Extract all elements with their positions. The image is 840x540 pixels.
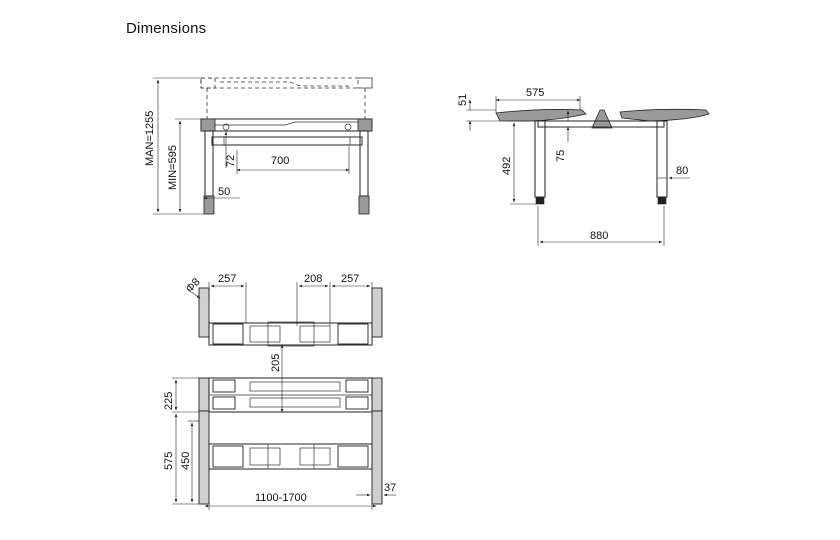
- center-spacing-label: 205: [270, 354, 282, 372]
- side-legs: [534, 120, 668, 205]
- foot-width-label: 50: [218, 186, 230, 198]
- leg-height-label: 492: [501, 157, 513, 175]
- top-bracket: [212, 321, 369, 347]
- front-legs: [203, 130, 370, 215]
- beam-drop-label: 75: [555, 150, 567, 162]
- lower-span-label: 575: [163, 452, 175, 470]
- leg-offset-label: 37: [384, 482, 396, 494]
- top-view-legs: [198, 287, 383, 505]
- bracket-depth-label: 450: [180, 452, 192, 470]
- top-width-label: 575: [526, 87, 544, 99]
- top-frame: [200, 118, 373, 132]
- right-bracket-width-label: 257: [341, 273, 359, 285]
- side-view: 51 575 492 75 880 80: [457, 87, 710, 246]
- lower-bracket: [212, 443, 369, 470]
- middle-gap-label: 208: [304, 273, 322, 285]
- top-thickness-label: 51: [457, 94, 469, 106]
- raised-frame-ghost: [200, 77, 373, 128]
- page-title: Dimensions: [126, 20, 207, 37]
- frame-width-range-label: 1100-1700: [255, 492, 307, 504]
- center-hub: [591, 109, 613, 129]
- min-height-label: MIN=595: [167, 145, 179, 190]
- middle-brackets: [212, 379, 369, 410]
- front-view: MAN=1255 MIN=595 72 700 50: [144, 77, 373, 215]
- top-view: Φ8 257 208 257 205 225 575 450 11: [163, 273, 396, 510]
- foot-length-label: 880: [590, 230, 608, 242]
- leg-width-label: 80: [676, 165, 688, 177]
- beam-length-label: 700: [271, 155, 289, 167]
- left-desktop: [495, 109, 587, 122]
- center-block-label: 225: [163, 392, 175, 410]
- right-desktop: [619, 108, 710, 122]
- left-bracket-width-label: 257: [218, 273, 236, 285]
- max-height-label: MAN=1255: [144, 111, 156, 166]
- cross-beam: [211, 136, 363, 146]
- beam-offset-label: 72: [225, 155, 237, 167]
